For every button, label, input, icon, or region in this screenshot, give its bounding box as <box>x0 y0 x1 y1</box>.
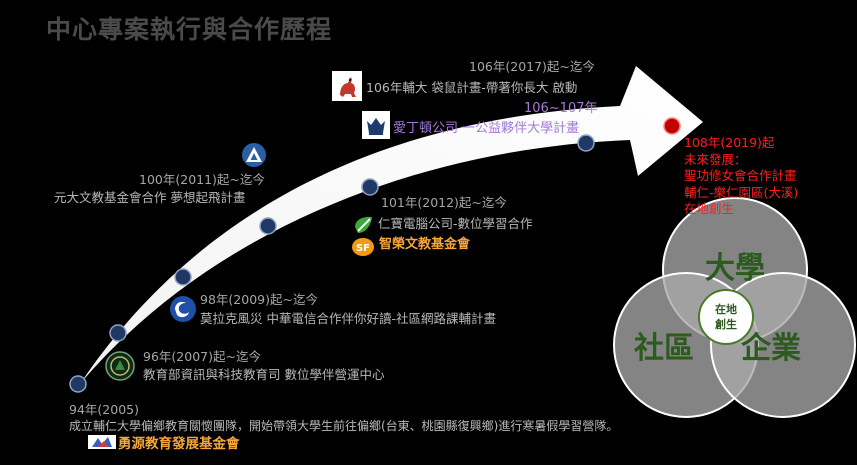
m2017b-desc: 愛丁頓公司 一公益夥伴大學計畫 <box>393 121 580 136</box>
triangle-logo-icon <box>242 143 266 167</box>
green-leaf-logo-icon <box>355 216 372 233</box>
future-line-3: 在地創生 <box>684 201 735 216</box>
node-2009 <box>174 268 192 286</box>
m2017a-desc: 106年輔大 袋鼠計畫-帶著你長大 啟動 <box>366 80 578 95</box>
m2005-year: 94年(2005) <box>69 402 139 417</box>
blue-swirl-logo-icon <box>170 296 196 322</box>
m2012-desc: 仁寶電腦公司-數位學習合作 <box>378 216 533 231</box>
m2011-year: 100年(2011)起~迄今 <box>139 172 265 187</box>
node-2019 <box>663 117 681 135</box>
venn-label-right: 企業 <box>741 331 801 366</box>
node-2011 <box>259 217 277 235</box>
svg-text:SF: SF <box>356 243 370 254</box>
m2012-year: 101年(2012)起~迄今 <box>381 195 507 210</box>
venn-diagram: 大學 社區 企業 在地 創生 <box>613 197 856 418</box>
venn-label-left: 社區 <box>634 331 694 366</box>
m2007-year: 96年(2007)起~迄今 <box>143 349 261 364</box>
kangaroo-logo-icon <box>332 71 362 101</box>
m2009-year: 98年(2009)起~迄今 <box>200 292 318 307</box>
venn-center <box>698 289 754 345</box>
venn-center-line2: 創生 <box>714 317 737 331</box>
future-line-2: 輔仁-樂仁園區(大溪) <box>684 184 799 200</box>
future-label: 未來發展： <box>684 151 747 167</box>
curved-arrow <box>80 66 703 384</box>
m2011-desc: 元大文教基金會合作 夢想起飛計畫 <box>54 190 246 205</box>
venn-label-top: 大學 <box>705 251 765 286</box>
future-block: 108年(2019)起 未來發展： 聖功修女會合作計畫 輔仁-樂仁園區(大溪) … <box>684 135 798 218</box>
node-2017 <box>577 134 595 152</box>
m2007-desc: 教育部資訊與科技教育司 數位學伴營運中心 <box>143 367 385 382</box>
page-title: 中心專案執行與合作歷程 <box>46 15 333 44</box>
venn-center-line1: 在地 <box>715 302 737 316</box>
future-line-1: 聖功修女會合作計畫 <box>684 168 797 183</box>
ministry-seal-logo-icon <box>105 351 135 381</box>
future-year: 108年(2019)起 <box>684 135 775 150</box>
node-2005 <box>69 375 87 393</box>
m2005-partner: 勇源教育發展基金會 <box>118 436 240 452</box>
m2009-desc: 莫拉克風災 中華電信合作伴你好讀-社區網路課輔計畫 <box>200 311 496 326</box>
m2012-partner: 智榮文教基金會 <box>379 237 471 252</box>
m2005-desc: 成立輔仁大學偏鄉教育關懷團隊，開始帶領大學生前往偏鄉(台東、桃園縣復興鄉)進行寒… <box>69 419 619 433</box>
m2017b-year: 106~107年 <box>524 101 598 116</box>
sf-foundation-logo-icon: SF <box>352 238 374 256</box>
node-2012 <box>361 178 379 196</box>
m2017a-year: 106年(2017)起~迄今 <box>469 59 595 74</box>
foundation-flag-logo-icon <box>88 435 116 449</box>
crown-crest-logo-icon <box>362 111 390 139</box>
node-2007 <box>109 324 127 342</box>
